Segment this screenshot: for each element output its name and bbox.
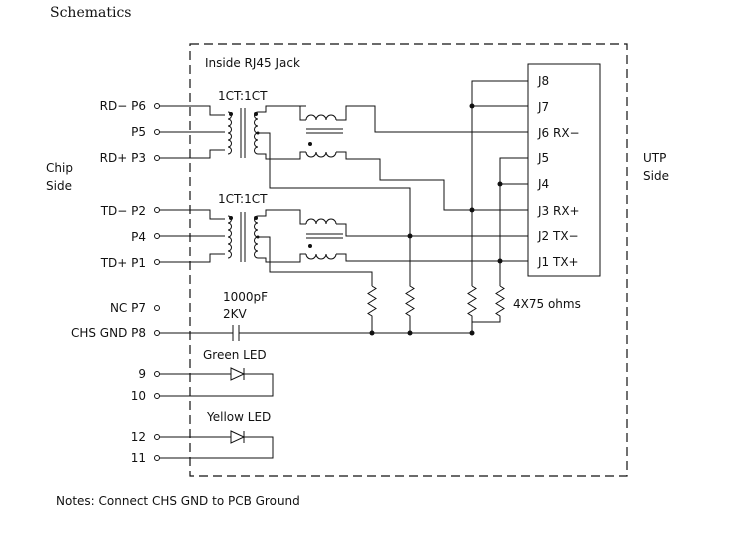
yellow-led-circuit: Yellow LED	[159, 410, 274, 459]
rj45-connector: J8 J7 J6 RX− J5 J4 J3 RX+ J2 TX− J1 TX+	[469, 63, 601, 286]
green-led-label: Green LED	[203, 348, 267, 362]
tx-transformer-ratio: 1CT:1CT	[218, 192, 268, 206]
jack-pin-j3: J3 RX+	[537, 204, 580, 218]
chip-pins	[154, 103, 160, 461]
resistor-4	[472, 285, 505, 323]
pin-label-9: 9	[138, 367, 146, 381]
pin-label-p4: P4	[131, 230, 146, 244]
resistor-2	[405, 238, 415, 333]
pin-label-nc: NC P7	[110, 301, 146, 315]
jack-pin-j8: J8	[537, 74, 549, 88]
connector-body	[527, 63, 601, 277]
pin-label-td-minus: TD− P2	[100, 204, 146, 218]
diagram-title: Schematics	[50, 5, 131, 21]
yellow-led-label: Yellow LED	[206, 410, 271, 424]
chip-side-label-2: Side	[46, 179, 72, 193]
resistor-3	[467, 285, 477, 333]
utp-side-label-2: Side	[643, 169, 669, 183]
jack-pin-j2: J2 TX−	[537, 229, 579, 243]
pin-label-chs-gnd: CHS GND P8	[71, 326, 146, 340]
rj45-jack-boundary	[189, 43, 628, 477]
tx-channel: 1CT:1CT	[159, 192, 528, 286]
resistor-label: 4X75 ohms	[513, 297, 581, 311]
jack-pin-j1: J1 TX+	[537, 255, 579, 269]
termination-resistors: 4X75 ohms	[367, 207, 581, 333]
chip-side-label-1: Chip	[46, 161, 73, 175]
box-label: Inside RJ45 Jack	[205, 56, 300, 70]
pin-label-10: 10	[131, 389, 146, 403]
pin-label-rd-minus: RD− P6	[100, 99, 146, 113]
utp-side-label-1: UTP	[643, 151, 666, 165]
resistor-1	[367, 285, 377, 333]
notes: Notes: Connect CHS GND to PCB Ground	[56, 494, 300, 508]
rx-transformer-ratio: 1CT:1CT	[218, 89, 268, 103]
chassis-ground-network: 1000pF 2KV	[159, 290, 475, 341]
jack-pin-j5: J5	[537, 151, 549, 165]
capacitor-value: 1000pF	[223, 290, 268, 304]
jack-pin-j6: J6 RX−	[537, 126, 580, 140]
green-led-circuit: Green LED	[159, 348, 274, 397]
pin-label-12: 12	[131, 430, 146, 444]
pin-label-p5: P5	[131, 125, 146, 139]
jack-pin-j4: J4	[537, 177, 549, 191]
pin-label-11: 11	[131, 451, 146, 465]
jack-pin-j7: J7	[537, 100, 549, 114]
rx-channel: 1CT:1CT	[159, 89, 528, 238]
pin-label-td-plus: TD+ P1	[100, 256, 146, 270]
pin-label-rd-plus: RD+ P3	[100, 151, 146, 165]
capacitor-voltage: 2KV	[223, 307, 248, 321]
